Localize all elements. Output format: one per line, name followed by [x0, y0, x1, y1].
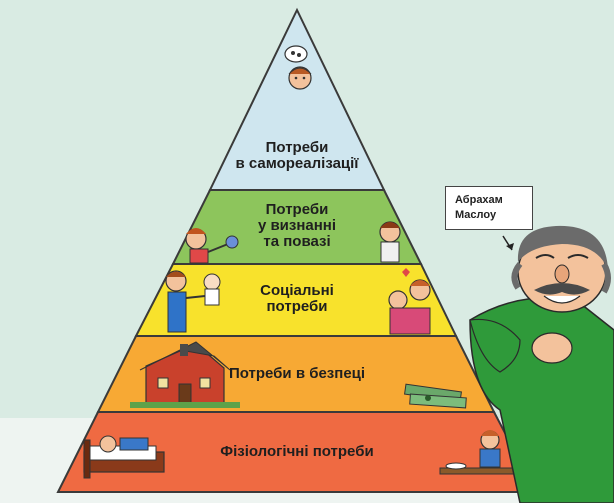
- name-tag-arrowhead: [506, 243, 514, 250]
- house-icon: [130, 341, 240, 408]
- parent-with-baby-icon: [165, 270, 221, 333]
- level-label-line: Потреби: [265, 201, 329, 218]
- level-social-label: Соціальні потреби: [220, 283, 374, 315]
- thinking-head-icon: [284, 45, 312, 90]
- level-label-line: Потреби: [265, 139, 329, 156]
- level-label-line: Фізіологічні потреби: [220, 443, 374, 460]
- level-label-line: Соціальні: [260, 282, 334, 299]
- level-self-actualization-label: Потреби в самореалізації: [212, 140, 382, 172]
- family-hug-icon: [388, 268, 431, 335]
- child-smiling-icon: [379, 221, 401, 263]
- money-stack-icon: [404, 383, 467, 409]
- level-label-line: у визнанні: [257, 217, 337, 234]
- maslow-name-tag: Абрахам Маслоу: [445, 186, 533, 230]
- child-with-medal-icon: [185, 228, 239, 264]
- level-physiological-label: Фізіологічні потреби: [198, 444, 396, 460]
- level-label-line: в самореалізації: [235, 155, 359, 172]
- sleeping-in-bed-icon: [83, 435, 165, 479]
- name-tag-line: Маслоу: [455, 209, 497, 221]
- level-safety-label: Потреби в безпеці: [208, 366, 386, 382]
- name-tag-line: Абрахам: [455, 194, 503, 206]
- child-eating-icon: [439, 430, 521, 475]
- level-label-line: Потреби в безпеці: [228, 365, 366, 382]
- maslow-portrait: [469, 225, 614, 503]
- level-label-line: потреби: [266, 298, 328, 315]
- level-label-line: та повазі: [263, 233, 331, 250]
- level-esteem-label: Потреби у визнанні та повазі: [220, 202, 374, 250]
